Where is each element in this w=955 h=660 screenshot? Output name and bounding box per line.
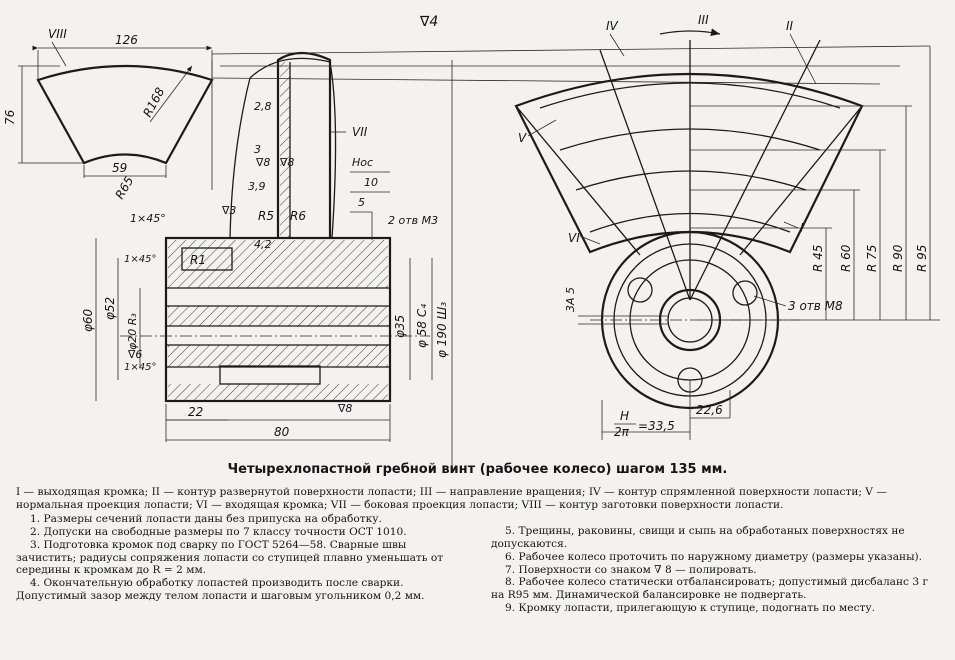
roman-II: II [786, 19, 794, 33]
dim-noc: Нос [352, 156, 373, 169]
roman-IV: IV [606, 19, 619, 33]
roman-VII: VII [352, 125, 368, 139]
finish-mark-8a: ∇8 [255, 156, 270, 169]
dim-r95: R 95 [915, 245, 929, 272]
dim-r1: R1 [190, 253, 206, 267]
dim-r90: R 90 [891, 244, 905, 272]
dim-d52: φ52 [103, 297, 117, 320]
section-width-bottom: 59 [112, 161, 127, 175]
holes-m3: 2 отв М3 [388, 214, 438, 227]
dim-r75: R 75 [865, 245, 879, 272]
dim-r65: R65 [112, 174, 136, 201]
dim-5: 5 [358, 196, 365, 209]
roman-V: V [518, 131, 527, 145]
note-7: 7. Поверхности со знаком ∇ 8 — полироват… [505, 563, 757, 576]
roman-I: I [800, 221, 804, 235]
technical-drawing: ∇4 126 76 R168 59 VIII [3, 13, 940, 470]
finish-mark-6: ∇6 [127, 348, 142, 361]
legend-text: I — выходящая кромка; II — контур развер… [16, 486, 887, 511]
finish-mark-8b: ∇8 [279, 156, 294, 169]
pitch-numerator: H [620, 409, 629, 423]
chamfer-bottom: 1×45° [124, 362, 156, 373]
roman-VI: VI [568, 231, 580, 245]
section-width-top: 126 [115, 33, 138, 47]
dim-r60: R 60 [839, 244, 853, 272]
roman-VIII: VIII [48, 27, 67, 41]
pitch-value: =33,5 [638, 419, 675, 433]
notes-right-column: 5. Трещины, раковины, свищи и сыпь на об… [491, 513, 944, 614]
pitch-denominator: 2π [614, 425, 630, 439]
note-6: 6. Рабочее колесо проточить по наружному… [505, 550, 923, 563]
note-2: 2. Допуски на свободные размеры по 7 кла… [30, 526, 407, 539]
dim-4-2: 4,2 [254, 238, 272, 251]
notes-block: I — выходящая кромка; II — контур развер… [16, 486, 944, 614]
note-9: 9. Кромку лопасти, прилегающую к ступице… [505, 601, 875, 614]
dim-22-6: 22,6 [696, 403, 723, 417]
finish-mark-top: ∇4 [419, 14, 438, 30]
roman-III: III [698, 13, 709, 27]
dim-r5: R5 [258, 209, 274, 223]
chamfer-mid: 1×45° [124, 254, 156, 265]
dim-r6: R6 [290, 209, 306, 223]
section-radius: R168 [140, 85, 167, 119]
hub-side-view: R65 1×45° 1×45° 1×45° R1 φ60 φ52 φ20 R₃ … [81, 51, 453, 470]
dim-2-8: 2,8 [254, 100, 272, 113]
dim-d20: φ20 R₃ [126, 313, 139, 350]
dim-3a5: 3А 5 [564, 287, 577, 312]
note-3: 3. Подготовка кромок под сварку по ГОСТ … [16, 538, 444, 577]
note-4: 4. Окончательную обработку лопастей прои… [16, 576, 425, 602]
dim-len22: 22 [188, 405, 203, 419]
blade-section-view: 126 76 R168 59 VIII [3, 27, 214, 178]
dim-len80: 80 [274, 425, 290, 439]
holes-m8: 3 отв М8 [788, 299, 843, 313]
section-height: 76 [3, 109, 17, 125]
notes-left-column: 1. Размеры сечений лопасти даны без прип… [16, 513, 469, 614]
dim-d58: φ 58 C₄ [415, 304, 429, 348]
dim-3-9: 3,9 [248, 180, 266, 193]
finish-mark-3: ∇3 [221, 204, 236, 217]
note-5: 5. Трещины, раковины, свищи и сыпь на об… [491, 525, 905, 551]
front-view: R 45 R 60 R 75 R 90 R 95 3 отв М8 3А 5 H… [211, 13, 940, 440]
chamfer-top: 1×45° [130, 212, 166, 225]
note-8: 8. Рабочее колесо статически отбалансиро… [491, 576, 929, 601]
dim-d60: φ60 [81, 308, 95, 332]
note-1: 1. Размеры сечений лопасти даны без прип… [30, 513, 382, 526]
dim-10: 10 [364, 176, 378, 189]
dim-r45: R 45 [811, 245, 825, 272]
drawing-caption: Четырехлопастной гребной винт (рабочее к… [227, 462, 728, 477]
dim-d190: φ 190 Ш₃ [435, 302, 449, 358]
dim-d35: φ35 [393, 315, 407, 338]
finish-mark-8-bottom: ∇8 [337, 402, 352, 415]
dim-3: 3 [254, 143, 261, 156]
